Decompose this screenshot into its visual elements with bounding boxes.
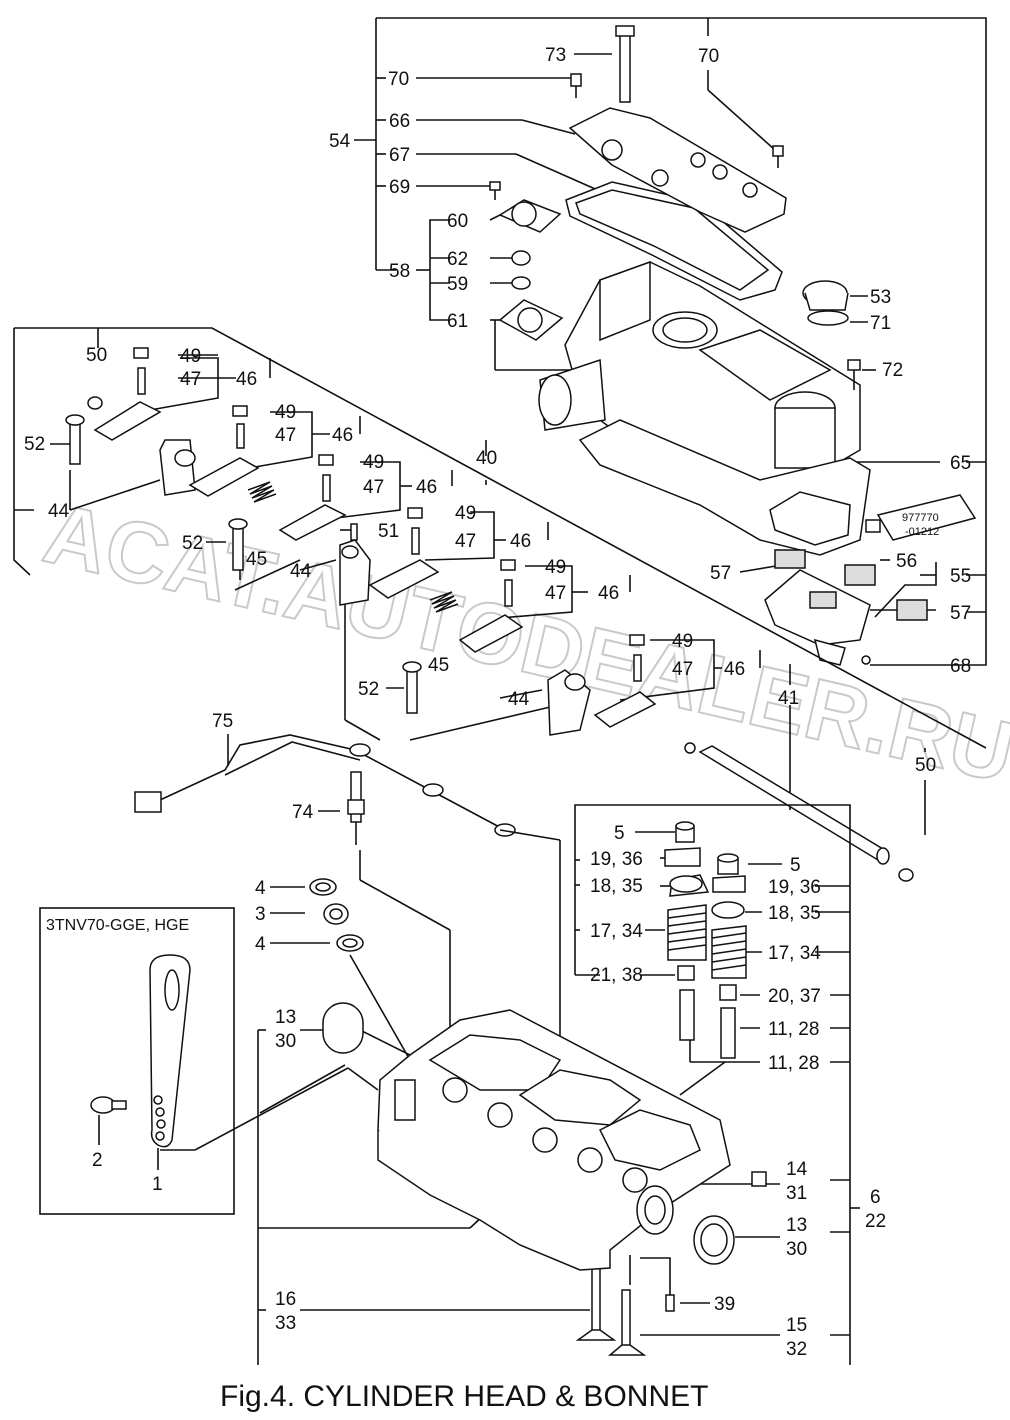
part-label: 20, 37 bbox=[768, 986, 821, 1007]
bonnet-group: 977770 -01212 bbox=[354, 17, 987, 666]
inset-title: 3TNV70-GGE, HGE bbox=[46, 917, 189, 934]
part-label: 45 bbox=[428, 655, 449, 676]
part-label: 18, 35 bbox=[590, 876, 643, 897]
part-label: 52 bbox=[182, 533, 203, 554]
part-label: 39 bbox=[714, 1294, 735, 1315]
part-label: 44 bbox=[48, 501, 70, 522]
part-label: 49 bbox=[672, 631, 693, 652]
part-label: 57 bbox=[710, 563, 731, 584]
part-label: 13 bbox=[786, 1215, 807, 1236]
part-label: 5 bbox=[790, 855, 801, 876]
part-label: 4 bbox=[255, 934, 266, 955]
part-label: 32 bbox=[786, 1339, 807, 1360]
part-label: 4 bbox=[255, 878, 266, 899]
part-label: 19, 36 bbox=[590, 849, 643, 870]
part-label: 13 bbox=[275, 1007, 296, 1028]
part-label: 49 bbox=[455, 503, 476, 524]
part-label: 30 bbox=[275, 1031, 296, 1052]
part-label: 61 bbox=[447, 311, 468, 332]
part-label: 2 bbox=[92, 1150, 103, 1171]
part-label: 1 bbox=[152, 1174, 163, 1195]
part-label: 17, 34 bbox=[590, 921, 643, 942]
part-label: 30 bbox=[786, 1239, 807, 1260]
glow-plug-harness bbox=[134, 734, 561, 1060]
part-label: 33 bbox=[275, 1313, 296, 1334]
part-label: 16 bbox=[275, 1289, 296, 1310]
part-label: 15 bbox=[786, 1315, 807, 1336]
figure-caption: Fig.4. CYLINDER HEAD & BONNET bbox=[220, 1380, 708, 1413]
part-label: 11, 28 bbox=[768, 1053, 819, 1074]
part-label: 58 bbox=[389, 261, 410, 282]
part-label: 3 bbox=[255, 904, 266, 925]
part-labels: 73 70 70 54 66 67 69 60 62 58 59 61 53 7… bbox=[24, 45, 971, 1360]
part-label: 49 bbox=[363, 452, 384, 473]
part-label: 74 bbox=[292, 802, 314, 823]
part-label: 47 bbox=[363, 477, 384, 498]
part-label: 73 bbox=[545, 45, 566, 66]
part-label: 50 bbox=[915, 755, 936, 776]
part-label: 47 bbox=[455, 531, 476, 552]
part-label: 22 bbox=[865, 1211, 886, 1232]
part-label: 70 bbox=[698, 46, 719, 67]
part-label: 46 bbox=[236, 369, 257, 390]
sealant-tube-code-line1: 977770 bbox=[902, 512, 939, 524]
part-label: 47 bbox=[180, 369, 201, 390]
part-label: 56 bbox=[896, 551, 917, 572]
part-label: 46 bbox=[416, 477, 437, 498]
part-label: 46 bbox=[724, 659, 745, 680]
rocker-arm-group bbox=[13, 327, 987, 882]
part-label: 45 bbox=[246, 549, 267, 570]
part-label: 65 bbox=[950, 453, 971, 474]
part-label: 54 bbox=[329, 131, 351, 152]
part-label: 44 bbox=[290, 561, 312, 582]
part-label: 52 bbox=[24, 434, 45, 455]
part-label: 70 bbox=[388, 69, 409, 90]
part-label: 47 bbox=[275, 425, 296, 446]
cylinder-head bbox=[257, 878, 731, 1365]
part-label: 18, 35 bbox=[768, 903, 821, 924]
part-label: 62 bbox=[447, 249, 468, 270]
part-label: 51 bbox=[378, 521, 399, 542]
inset-bracket: 3TNV70-GGE, HGE bbox=[39, 907, 379, 1215]
part-label: 49 bbox=[180, 346, 201, 367]
part-label: 57 bbox=[950, 603, 971, 624]
part-label: 75 bbox=[212, 711, 233, 732]
part-label: 53 bbox=[870, 287, 891, 308]
part-label: 31 bbox=[786, 1183, 807, 1204]
part-label: 49 bbox=[545, 557, 566, 578]
part-label: 17, 34 bbox=[768, 943, 821, 964]
part-label: 68 bbox=[950, 656, 971, 677]
part-label: 19, 36 bbox=[768, 877, 821, 898]
part-label: 52 bbox=[358, 679, 379, 700]
part-label: 71 bbox=[870, 313, 891, 334]
part-label: 60 bbox=[447, 211, 468, 232]
part-label: 11, 28 bbox=[768, 1019, 819, 1040]
part-label: 46 bbox=[332, 425, 353, 446]
part-label: 46 bbox=[598, 583, 619, 604]
part-label: 59 bbox=[447, 274, 468, 295]
part-label: 44 bbox=[508, 689, 530, 710]
part-label: 21, 38 bbox=[590, 965, 643, 986]
part-label: 6 bbox=[870, 1187, 881, 1208]
part-label: 50 bbox=[86, 345, 107, 366]
part-label: 5 bbox=[614, 823, 625, 844]
part-label: 66 bbox=[389, 111, 410, 132]
part-label: 41 bbox=[778, 688, 799, 709]
part-label: 55 bbox=[950, 566, 971, 587]
valve-group bbox=[574, 804, 860, 1365]
sealant-tube-code-line2: -01212 bbox=[905, 526, 939, 538]
part-label: 47 bbox=[672, 659, 693, 680]
part-label: 47 bbox=[545, 583, 566, 604]
part-label: 72 bbox=[882, 360, 903, 381]
part-label: 69 bbox=[389, 177, 410, 198]
part-label: 46 bbox=[510, 531, 531, 552]
part-label: 14 bbox=[786, 1159, 808, 1180]
part-label: 40 bbox=[476, 448, 497, 469]
part-label: 49 bbox=[275, 402, 296, 423]
part-label: 67 bbox=[389, 145, 410, 166]
